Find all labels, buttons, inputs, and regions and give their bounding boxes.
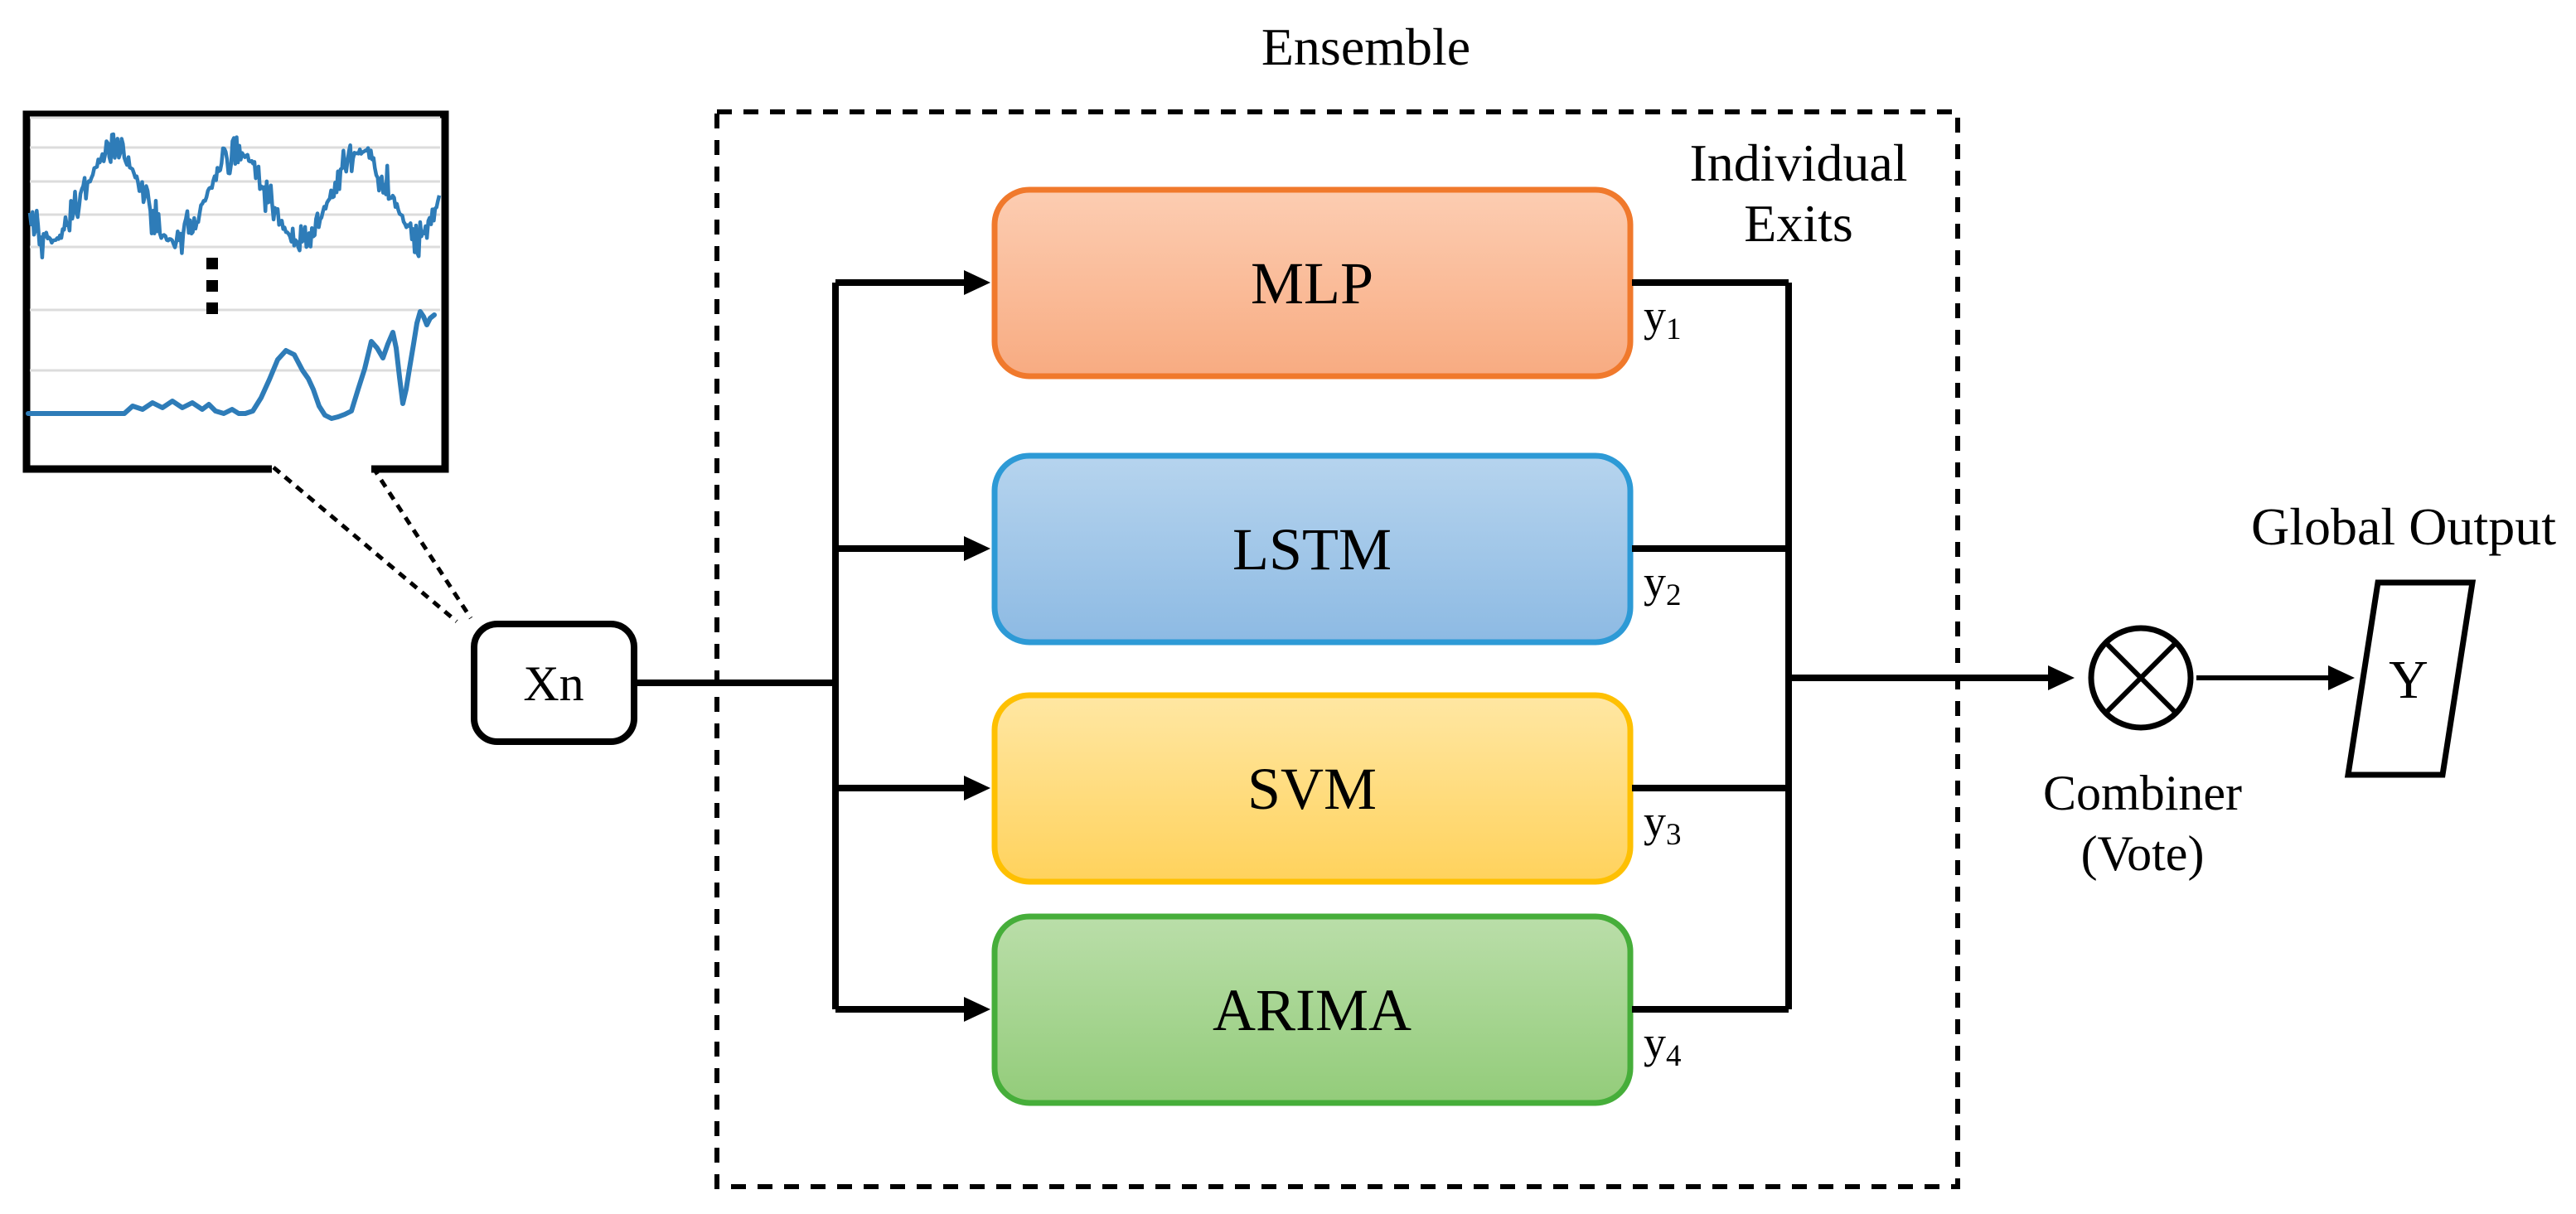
model-box-arima: ARIMA: [991, 913, 1634, 1106]
model-box-svm: SVM: [991, 692, 1634, 885]
ellipsis-dot: [206, 302, 218, 314]
model-box-mlp: MLP: [991, 186, 1634, 380]
model-box-lstm: LSTM: [991, 452, 1634, 646]
output-node-parallelogram: [2344, 579, 2477, 778]
combiner-cross-icon: [2104, 641, 2178, 715]
exit-labels: y1 y2 y3 y4: [1644, 291, 1682, 1073]
output-node-label: Y: [2389, 650, 2428, 710]
ellipsis-dot: [206, 280, 218, 292]
combiner-label-line1: Combiner: [2043, 766, 2242, 820]
callout-gap: [272, 460, 371, 476]
model-rect-arima: [991, 913, 1634, 1106]
input-node-label: Xn: [523, 656, 583, 711]
ensemble-dashed-border: [714, 109, 1960, 1189]
vertical-ellipsis-icon: [206, 258, 218, 314]
callout-tail-left: [272, 466, 458, 623]
combiner-label-line2: (Vote): [2081, 826, 2205, 881]
thumbnail-gridlines: [30, 116, 440, 372]
model-rect-svm: [991, 692, 1634, 885]
output-connectors: [1632, 279, 2075, 1013]
ensemble-container: Ensemble Individual Exits: [714, 17, 1960, 1189]
model-label-arima: ARIMA: [1213, 977, 1411, 1043]
model-label-svm: SVM: [1247, 756, 1377, 822]
input-connectors: [637, 270, 990, 1022]
output-label-y3: y3: [1644, 796, 1682, 852]
global-output-label: Global Output: [2251, 497, 2556, 556]
model-rect-lstm: [991, 452, 1634, 646]
top-series-line: [27, 132, 442, 260]
global-output-group: Global Output Y: [2196, 497, 2556, 778]
input-node-box: [471, 621, 637, 745]
ensemble-title: Ensemble: [1261, 17, 1470, 76]
individual-exits-label-line1: Individual: [1689, 133, 1907, 192]
ellipsis-dot: [206, 258, 218, 269]
model-label-mlp: MLP: [1251, 250, 1373, 317]
model-label-lstm: LSTM: [1232, 516, 1392, 583]
individual-exits-label-line2: Exits: [1744, 194, 1853, 253]
combiner-node: Combiner (Vote): [2043, 625, 2242, 881]
output-label-y1: y1: [1644, 291, 1682, 346]
model-rect-mlp: [991, 186, 1634, 380]
input-node: Xn: [471, 621, 637, 745]
bottom-series-line: [26, 309, 437, 421]
output-label-y4: y4: [1644, 1018, 1682, 1073]
output-label-y2: y2: [1644, 557, 1682, 612]
input-window-thumbnail: [22, 110, 473, 623]
callout-tail-right: [370, 466, 473, 620]
